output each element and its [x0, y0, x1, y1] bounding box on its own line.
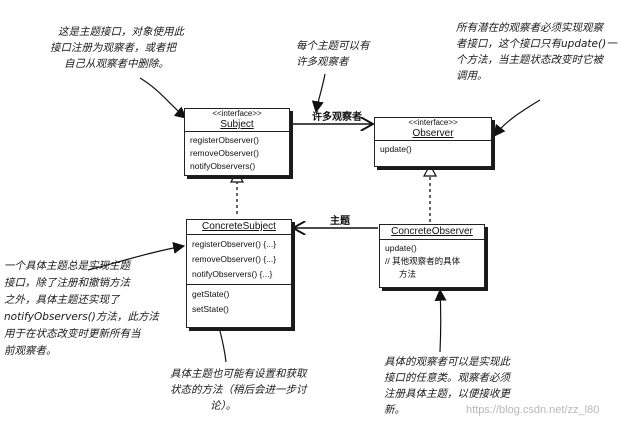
note-concrete-observer: 具体的观察者可以是实现此 接口的任意类。观察者必须 注册具体主题，以便接收更 新…: [384, 356, 510, 416]
subject-header: <<interface>> Subject: [185, 109, 289, 132]
observer-methods: update(): [375, 141, 491, 166]
observer-method: update(): [380, 144, 412, 154]
concrete-subject-method: getState(): [192, 289, 230, 299]
subject-stereotype: <<interface>>: [212, 109, 262, 118]
concrete-subject-method: setState(): [192, 304, 229, 314]
pointer-concrete-subject-note: [87, 241, 186, 271]
note-concrete-subject: 一个具体主题总是实现主题 接口，除了注册和撤销方法 之外，具体主题还实现了 no…: [4, 260, 159, 357]
note-each-subject: 每个主题可以有 许多观察者: [296, 40, 370, 68]
concrete-subject-methods: registerObserver() {...} removeObserver(…: [187, 235, 291, 284]
observer-stereotype: <<interface>>: [408, 118, 458, 127]
pointer-concrete-observer-note: [434, 288, 447, 353]
concrete-observer-methods: update() // 其他观察者的具体 方法: [380, 240, 484, 287]
note-observer-interface: 所有潜在的观察者必须实现观察 者接口，这个接口只有update()一 个方法，当…: [456, 22, 617, 82]
pointer-each-subject-note: [311, 73, 326, 114]
watermark-text: https://blog.csdn.net/zz_l80: [466, 404, 600, 416]
note-subject-interface: 这是主题接口，对象使用此 接口注册为观察者，或者把 自己从观察者中删除。: [50, 26, 184, 70]
observer-interface-box: <<interface>> Observer update(): [374, 117, 492, 167]
subject-methods: registerObserver() removeObserver() noti…: [185, 132, 289, 175]
subject-method: removeObserver(): [190, 148, 259, 158]
relation-label-subject: 主题: [330, 216, 350, 227]
concrete-subject-name: ConcreteSubject: [202, 221, 276, 232]
concrete-subject-method: removeObserver() {...}: [192, 254, 277, 264]
concrete-subject-method: notifyObservers() {...}: [192, 269, 273, 279]
subject-method: notifyObservers(): [190, 161, 256, 171]
subject-interface-box: <<interface>> Subject registerObserver()…: [184, 108, 290, 176]
pointer-observer-note: [493, 99, 541, 137]
relation-label-many-observers: 许多观察者: [312, 112, 362, 123]
concrete-subject-header: ConcreteSubject: [187, 220, 291, 235]
subject-method: registerObserver(): [190, 135, 259, 145]
subject-name: Subject: [220, 119, 254, 130]
concrete-subject-method: registerObserver() {...}: [192, 239, 277, 249]
concrete-subject-box: ConcreteSubject registerObserver() {...}…: [186, 219, 292, 328]
concrete-observer-comment: // 其他观察者的具体: [385, 256, 461, 266]
concrete-observer-method: update(): [385, 243, 417, 253]
concrete-observer-header: ConcreteObserver: [380, 225, 484, 240]
concrete-subject-state-methods: getState() setState(): [187, 284, 291, 327]
note-state-methods: 具体主题也可能有设置和获取 状态的方法（稍后会进一步讨 论）。: [170, 368, 307, 412]
concrete-observer-comment: 方法: [399, 269, 417, 279]
concrete-observer-box: ConcreteObserver update() // 其他观察者的具体 方法: [379, 224, 485, 288]
pointer-subject-note: [139, 77, 187, 119]
observer-header: <<interface>> Observer: [375, 118, 491, 141]
observer-name: Observer: [412, 128, 454, 139]
concrete-observer-name: ConcreteObserver: [391, 226, 473, 237]
